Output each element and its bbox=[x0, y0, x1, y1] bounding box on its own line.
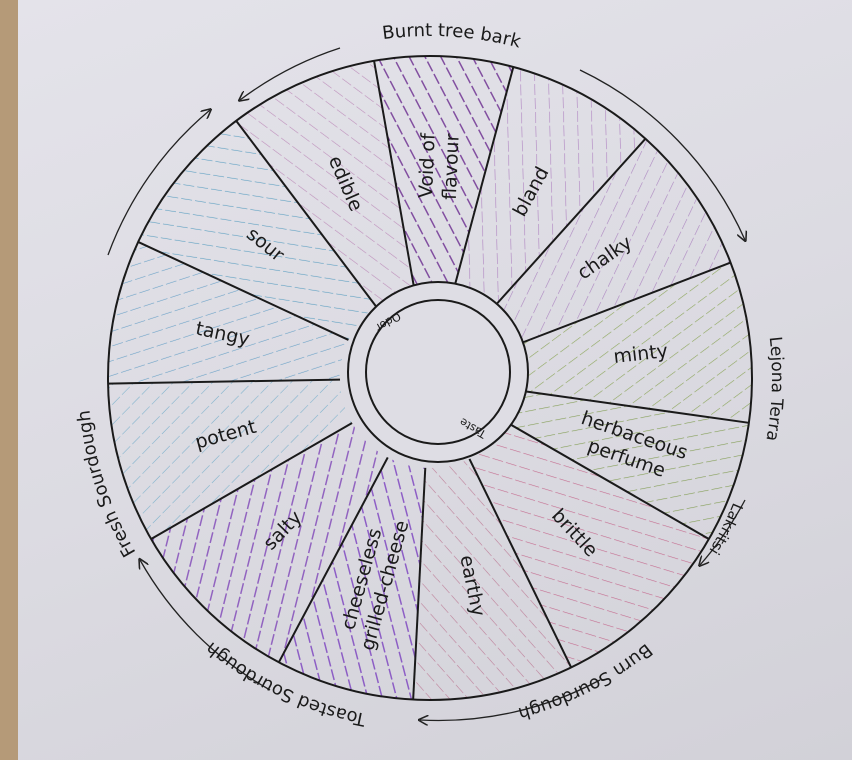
spoke bbox=[235, 120, 377, 307]
segment-tangy bbox=[107, 241, 349, 384]
outer-arrows bbox=[107, 47, 745, 721]
segment-label: Void offlavour bbox=[415, 132, 464, 201]
spoke bbox=[412, 467, 427, 700]
outer-circle bbox=[107, 55, 753, 701]
spoke bbox=[513, 261, 731, 347]
segment-brittle bbox=[469, 423, 709, 668]
segment-minty bbox=[514, 262, 752, 423]
segment-cheeseless-grilled-cheese bbox=[278, 457, 426, 700]
outer-label-burnt-tree-bark: Burnt tree bark bbox=[381, 20, 523, 53]
inner-circle bbox=[365, 299, 511, 445]
segment-chalky bbox=[490, 138, 731, 346]
spoke bbox=[489, 138, 647, 312]
segment-potent bbox=[108, 379, 353, 539]
segment-sour bbox=[138, 120, 376, 340]
wheel-spokes bbox=[108, 60, 750, 700]
spoke bbox=[518, 389, 750, 424]
spoke bbox=[373, 60, 416, 290]
spoke bbox=[452, 66, 515, 292]
segment-bland bbox=[453, 66, 646, 312]
segment-earthy bbox=[413, 458, 572, 700]
segment-edible bbox=[236, 60, 415, 307]
segment-salty bbox=[151, 423, 388, 663]
segment-herbaceous-perfume bbox=[507, 390, 749, 539]
spoke bbox=[150, 422, 353, 540]
segment-void-of-flavour bbox=[374, 55, 514, 292]
outer-label-lejona-terra: Lejona Terra bbox=[761, 336, 787, 443]
wheel-segments bbox=[107, 55, 752, 700]
inner-ring bbox=[347, 281, 529, 463]
spoke bbox=[507, 422, 710, 540]
spoke bbox=[137, 241, 349, 341]
spoke bbox=[108, 378, 341, 385]
spoke bbox=[277, 456, 389, 663]
spoke bbox=[468, 458, 573, 668]
